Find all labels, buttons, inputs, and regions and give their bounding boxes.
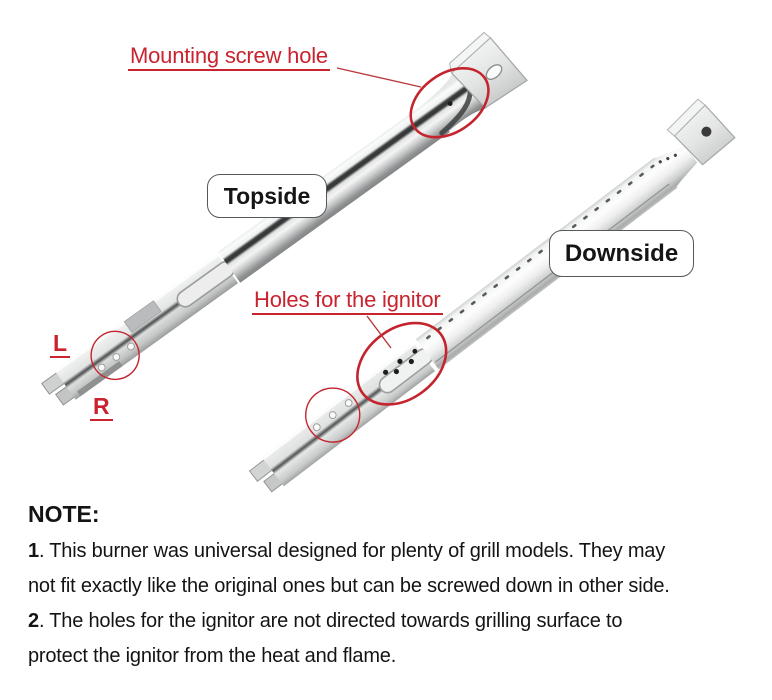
annotation-mounting-screw-hole: Mounting screw hole	[128, 44, 330, 71]
note-heading: NOTE:	[28, 501, 100, 527]
ignitor-hole-row	[426, 164, 655, 340]
taper-holes	[658, 153, 677, 164]
clip-piece	[123, 300, 162, 333]
burner-tube	[415, 157, 678, 370]
bracket-bend-tab	[449, 31, 492, 74]
burner-tube	[218, 101, 450, 283]
leader-line-mounting-screw-hole	[336, 67, 422, 88]
note-point-1-line-2: not fit exactly like the original ones b…	[28, 575, 670, 597]
red-ellipse-mounting-screw-hole	[409, 67, 490, 139]
end-holes	[97, 342, 135, 372]
end-holes	[312, 399, 353, 432]
note-point-2-line-2: protect the ignitor from the heat and fl…	[28, 645, 397, 667]
note-block: NOTE: 1. This burner was universal desig…	[28, 498, 766, 674]
tube-taper	[651, 146, 698, 191]
red-circle-end-holes-topside	[90, 330, 140, 381]
mounting-screw-hole-dot	[447, 101, 453, 106]
burner-topside	[41, 31, 528, 406]
annotation-left-mark: L	[50, 330, 71, 358]
bracket-bend-tab	[666, 98, 706, 137]
tube-flare	[421, 71, 487, 136]
note-point-1-line-1: 1. This burner was universal designed fo…	[28, 540, 666, 562]
annotation-right-mark: R	[90, 393, 113, 421]
note-point-2-number: 2	[28, 610, 39, 632]
leader-line-ignitor-holes	[366, 315, 392, 349]
note-point-2-line-1: 2. The holes for the ignitor are not dir…	[28, 610, 623, 632]
note-point-1-number: 1	[28, 540, 39, 562]
flat-lower-bar	[76, 361, 123, 397]
bracket-slot-hole	[485, 64, 503, 81]
burner-downside	[248, 98, 736, 493]
red-circle-end-holes-downside	[305, 387, 361, 443]
label-topside: Topside	[207, 174, 327, 218]
ignitor-holes-cluster	[383, 348, 418, 375]
label-downside: Downside	[549, 230, 694, 277]
bracket-hole	[701, 126, 712, 137]
annotation-holes-for-ignitor: Holes for the ignitor	[252, 288, 443, 315]
flat-top-highlight	[262, 342, 416, 461]
